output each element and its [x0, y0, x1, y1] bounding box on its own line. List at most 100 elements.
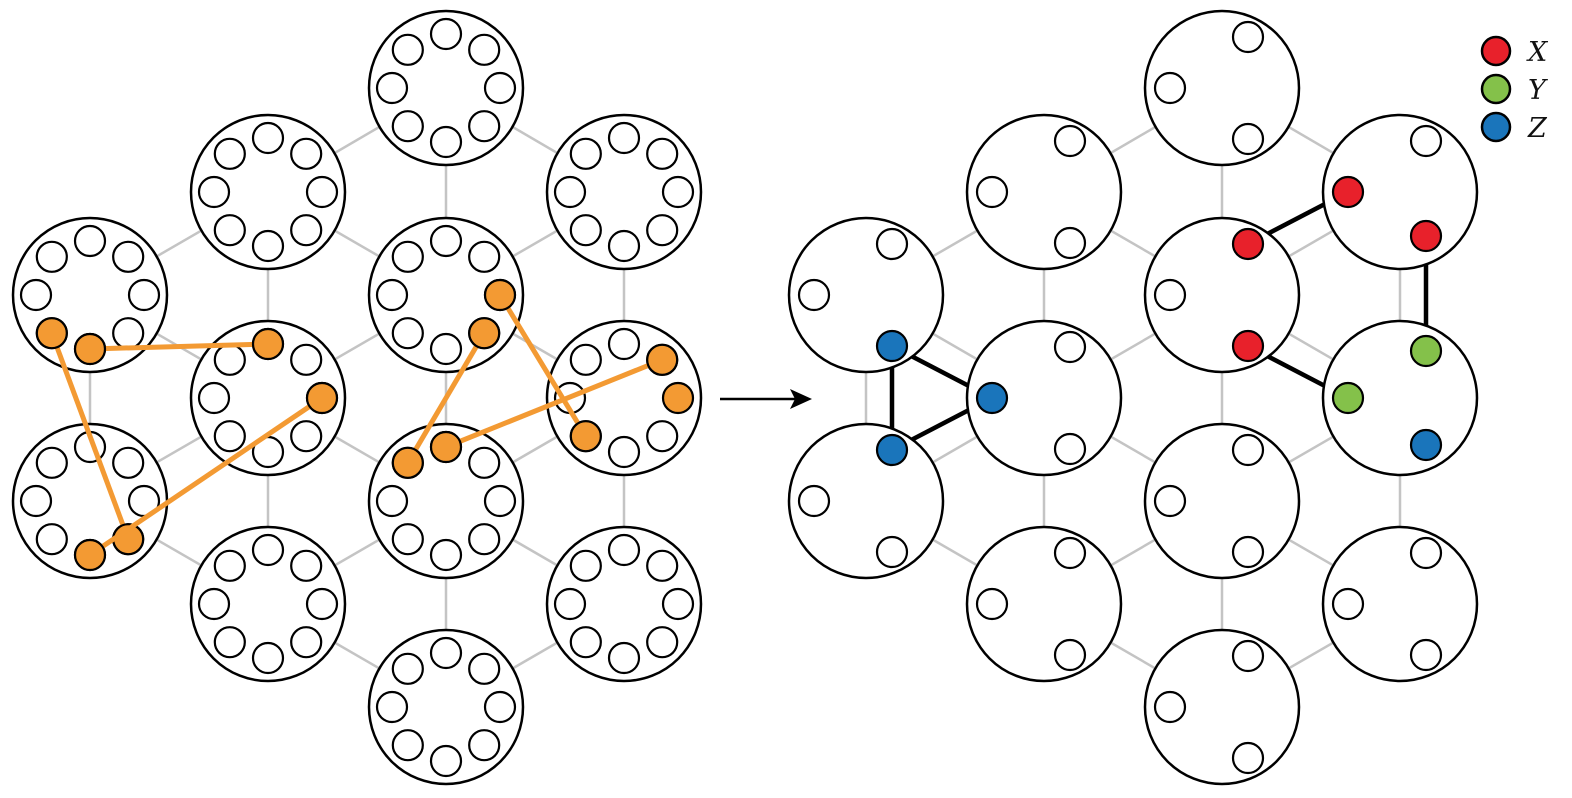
coupling-line: [497, 293, 588, 438]
right-nodes: [787, 9, 1479, 786]
qubit-x: [1331, 175, 1365, 209]
qubit: [429, 538, 463, 572]
qubit-highlighted: [73, 332, 107, 366]
qubit: [797, 278, 831, 312]
legend-item-x: X: [1480, 35, 1549, 68]
node: [545, 113, 703, 271]
node-circle: [1143, 216, 1301, 374]
qubit-y: [1331, 381, 1365, 415]
qubit: [646, 549, 679, 582]
qubit-x: [1231, 329, 1265, 363]
qubit: [375, 484, 409, 518]
legend-item-z: Z: [1480, 111, 1548, 144]
qubit: [19, 484, 53, 518]
qubit: [391, 652, 424, 685]
qubit: [569, 549, 602, 582]
qubit: [1153, 484, 1187, 518]
qubit: [646, 420, 679, 453]
node-circle: [1143, 9, 1301, 167]
qubit: [875, 535, 909, 569]
qubit: [468, 33, 501, 66]
qubit: [213, 137, 246, 170]
qubit: [483, 484, 517, 518]
qubit: [35, 240, 68, 273]
qubit: [375, 71, 409, 105]
node: [189, 319, 347, 477]
qubit: [661, 587, 695, 621]
right-arrow-icon: [720, 389, 812, 409]
qubit: [569, 214, 602, 247]
qubit: [646, 137, 679, 170]
qubit: [375, 278, 409, 312]
qubit: [213, 214, 246, 247]
qubit: [1331, 587, 1365, 621]
legend-label-y: Y: [1528, 75, 1548, 106]
qubit: [290, 343, 323, 376]
node: [367, 628, 525, 786]
node-circle: [1143, 422, 1301, 580]
qubit: [468, 652, 501, 685]
qubit: [553, 175, 587, 209]
qubit: [1409, 638, 1443, 672]
qubit: [1231, 741, 1265, 775]
qubit: [607, 121, 641, 155]
node: [965, 113, 1123, 271]
right-grid-edges: [864, 86, 1402, 709]
qubit: [290, 420, 323, 453]
qubit: [112, 240, 145, 273]
qubit: [569, 626, 602, 659]
node-circle: [1321, 525, 1479, 683]
qubit: [429, 224, 463, 258]
qubit: [112, 317, 145, 350]
qubit-highlighted: [35, 317, 68, 350]
legend-swatch-z: [1480, 111, 1512, 143]
qubit: [290, 626, 323, 659]
qubit: [112, 446, 145, 479]
qubit: [429, 636, 463, 670]
qubit-x: [1409, 219, 1443, 253]
qubit: [607, 641, 641, 675]
node-circle: [787, 216, 945, 374]
qubit: [1231, 20, 1265, 54]
qubit: [797, 484, 831, 518]
qubit: [1409, 124, 1443, 158]
qubit: [607, 327, 641, 361]
qubit: [468, 240, 501, 273]
legend-label-z: Z: [1527, 113, 1548, 144]
node: [1143, 628, 1301, 786]
qubit: [607, 533, 641, 567]
qubit: [468, 110, 501, 143]
qubit: [975, 587, 1009, 621]
right-panel: [787, 9, 1479, 786]
qubit: [1231, 122, 1265, 156]
qubit: [483, 690, 517, 724]
node: [1143, 216, 1301, 374]
qubit-highlighted: [661, 381, 695, 415]
qubit: [553, 587, 587, 621]
qubit: [251, 533, 285, 567]
qubit: [429, 17, 463, 51]
qubit-highlighted: [569, 420, 602, 453]
qubit: [468, 729, 501, 762]
qubit-highlighted: [73, 538, 107, 572]
qubit-highlighted: [483, 278, 517, 312]
node: [965, 525, 1123, 683]
coupling-line: [405, 331, 487, 465]
qubit: [1053, 330, 1087, 364]
node: [189, 113, 347, 271]
node: [1321, 319, 1479, 477]
node: [1321, 525, 1479, 683]
qubit: [391, 317, 424, 350]
qubit: [1153, 278, 1187, 312]
qubit: [251, 229, 285, 263]
qubit: [975, 175, 1009, 209]
qubit: [375, 690, 409, 724]
qubit: [391, 729, 424, 762]
qubit: [305, 587, 339, 621]
qubit: [1231, 639, 1265, 673]
qubit: [73, 224, 107, 258]
coupling-line: [49, 332, 131, 541]
qubit: [429, 125, 463, 159]
qubit: [391, 523, 424, 556]
qubit: [1153, 690, 1187, 724]
